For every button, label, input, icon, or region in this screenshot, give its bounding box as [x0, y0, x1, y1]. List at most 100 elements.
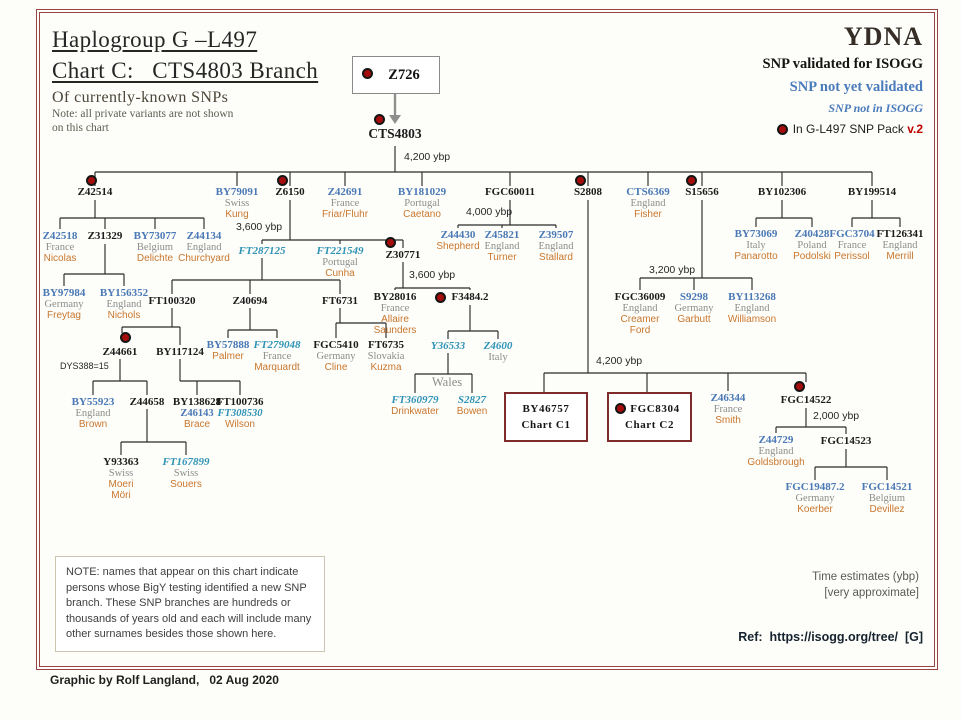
surname-label: Drinkwater [391, 406, 439, 417]
surname-label: Wilson [224, 419, 255, 430]
time-estimates-note: Time estimates (ybp) [very approximate] [812, 569, 919, 601]
surname-label: Stallard [539, 252, 573, 263]
surname-label: Merrill [886, 251, 914, 262]
snp-label: BY199514 [847, 186, 897, 198]
snp-node-Z30771: Z30771 [386, 250, 421, 261]
snp-label: S9298 [679, 291, 709, 303]
place-label: England [484, 241, 520, 252]
private-variants-note-line2: on this chart [52, 122, 109, 134]
snp-node-BY199514: BY199514 [848, 187, 896, 198]
chart-box-snp: FGC8304 [630, 403, 680, 415]
ybp-time-label: 3,200 ybp [649, 264, 696, 276]
surname-label: Brace [183, 419, 211, 430]
snp-label: FT6735 [367, 339, 405, 351]
surname-label: Shepherd [436, 241, 480, 252]
snp-label: Z44729 [758, 434, 794, 446]
snp-label: BY73069 [734, 228, 778, 240]
surname-label: Souers [170, 479, 202, 490]
snp-label: Z44661 [102, 346, 138, 358]
subtitle: Of currently-known SNPs [52, 89, 229, 106]
legend-snp-pack: In G-L497 SNP Pack v.2 [763, 122, 923, 136]
surname-label: Friar/Fluhr [321, 209, 369, 220]
surname-label: Nicolas [43, 253, 77, 264]
surname-label: Kuzma [370, 362, 402, 373]
snp-label: Z42514 [77, 186, 113, 198]
place-label: Belgium [136, 242, 174, 253]
place-label: England [882, 240, 918, 251]
ydna-logo: YDNA [843, 22, 923, 51]
snp-label: FT279048 [253, 339, 301, 351]
snp-label: Z44430 [440, 229, 476, 241]
credit-line: Graphic by Rolf Langland, 02 Aug 2020 [50, 673, 279, 687]
place-label: Swiss [173, 468, 199, 479]
place-label: Germany [674, 303, 714, 314]
snp-node-Y36533: Y36533 [431, 341, 465, 352]
legend-snp-pack-version: v.2 [907, 122, 923, 136]
snp-node-S2808: S2808 [574, 187, 602, 198]
snp-label: FT287125 [238, 245, 286, 257]
snp-node-Z42514: Z42514 [78, 187, 113, 198]
snp-label: CTS6369 [626, 186, 670, 198]
snp-label: BY113268 [728, 291, 776, 303]
place-label: France [45, 242, 75, 253]
surname-label: Kung [225, 209, 249, 220]
snp-label: BY55923 [71, 396, 115, 408]
snp-label: Z30771 [385, 249, 421, 261]
place-label: England [186, 242, 222, 253]
place-label: England [630, 198, 666, 209]
place-label: Portugal [322, 257, 358, 268]
private-variants-note-line1: Note: all private variants are not shown [52, 108, 234, 120]
snp-label: BY138628 [172, 396, 222, 408]
snp-label: Z46344 [710, 392, 746, 404]
snp-node-FGC14522: FGC14522 [781, 395, 832, 406]
chart-box-name: Chart C1 [521, 419, 571, 431]
snp-node-F3484.2: F3484.2 [452, 292, 489, 303]
place-label: England [734, 303, 770, 314]
snp-node-Z6150: Z6150 [275, 187, 304, 198]
snp-node-Z31329: Z31329 [88, 231, 123, 242]
surname-label: Podolski [793, 251, 831, 262]
place-label: France [380, 303, 410, 314]
snp-label: BY181029 [397, 186, 447, 198]
surname-label: Fisher [634, 209, 662, 220]
snp-label: FGC60011 [484, 186, 536, 198]
place-label: France [262, 351, 292, 362]
snp-pack-dot-icon [686, 175, 697, 186]
snp-pack-dot-icon [362, 68, 373, 79]
snp-label: Z40428 [794, 228, 830, 240]
snp-label: FGC36009 [614, 291, 666, 303]
snp-node-FT287125: FT287125 [238, 246, 285, 257]
snp-label: FT100736 [216, 396, 264, 408]
place-label: Slovakia [367, 351, 405, 362]
place-label: Swiss [108, 468, 134, 479]
snp-label: BY73077 [133, 230, 177, 242]
snp-label: Z31329 [87, 230, 123, 242]
place-label: England [75, 408, 111, 419]
surname-label: Churchyard [178, 253, 230, 264]
surname-label: Caetano [403, 209, 441, 220]
snp-label: FGC14521 [861, 481, 913, 493]
snp-pack-dot-icon [277, 175, 288, 186]
surname-label: Saunders [373, 325, 417, 336]
